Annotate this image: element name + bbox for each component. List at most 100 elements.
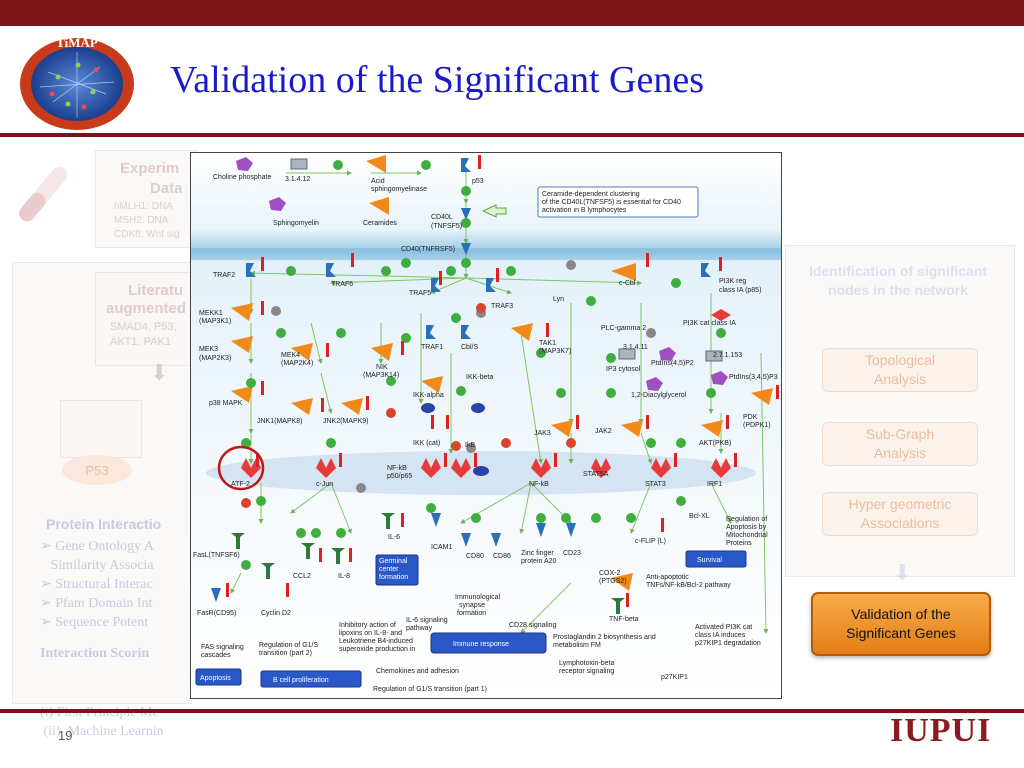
literature-title: Literatu [128, 282, 184, 299]
svg-text:pathway: pathway [406, 625, 433, 632]
svg-text:IL-6 signaling: IL-6 signaling [406, 617, 448, 624]
svg-text:activation in B lymphocytes: activation in B lymphocytes [542, 207, 627, 214]
svg-text:(MAP2K3): (MAP2K3) [199, 355, 231, 362]
down-arrow-icon-2: ⬇ [893, 560, 912, 585]
svg-text:3.1.4.12: 3.1.4.12 [285, 176, 310, 183]
svg-text:(MAP2K4): (MAP2K4) [281, 360, 313, 367]
svg-text:JAK2: JAK2 [595, 428, 612, 435]
atf2-highlight-circle [217, 445, 265, 491]
svg-text:IL-6: IL-6 [388, 534, 400, 541]
svg-text:TNFs/NF-kB/Bcl-2 pathway: TNFs/NF-kB/Bcl-2 pathway [646, 582, 731, 589]
svg-text:IKK (cat): IKK (cat) [413, 440, 440, 447]
svg-text:Regulation of G1/S transition: Regulation of G1/S transition (part 1) [373, 686, 487, 693]
svg-text:metabolism FM: metabolism FM [553, 642, 601, 649]
svg-text:TRAF3: TRAF3 [491, 303, 513, 310]
svg-text:CD40(TNFRSF5): CD40(TNFRSF5) [401, 246, 455, 253]
footer-divider [0, 709, 1024, 713]
svg-text:JAK3: JAK3 [534, 430, 551, 437]
svg-text:JNK1(MAPK8): JNK1(MAPK8) [257, 418, 303, 425]
svg-text:of the CD40L(TNFSF5) is essent: of the CD40L(TNFSF5) is essential for CD… [542, 199, 681, 206]
svg-text:Ceramide-dependent clustering: Ceramide-dependent clustering [542, 191, 640, 198]
svg-text:PtdIns(3,4,5)P3: PtdIns(3,4,5)P3 [729, 374, 778, 381]
protein-interaction-list: ➢ Gene Ontology A Similarity Associa ➢ S… [40, 539, 154, 630]
protein-interaction-title: Protein Interactio [46, 516, 162, 532]
svg-text:(MAP3K1): (MAP3K1) [199, 318, 231, 325]
svg-text:NIK: NIK [376, 364, 388, 371]
svg-text:CD28 signaling: CD28 signaling [509, 622, 557, 629]
svg-text:IP3 cytosol: IP3 cytosol [606, 366, 641, 373]
svg-text:MEKK1: MEKK1 [199, 310, 223, 317]
svg-text:Ceramides: Ceramides [363, 220, 397, 227]
svg-text:Survival: Survival [697, 557, 722, 564]
svg-text:Regulation of G1/S: Regulation of G1/S [259, 642, 318, 649]
svg-text:ICAM1: ICAM1 [431, 544, 453, 551]
iupui-logo: IUPUI [890, 712, 992, 749]
svg-text:FAS signaling: FAS signaling [201, 644, 244, 651]
svg-text:(PDPK1): (PDPK1) [743, 422, 771, 429]
pointer-arrow-icon [481, 204, 507, 218]
svg-text:TNF-beta: TNF-beta [609, 616, 639, 623]
experiment-title: Experim [120, 160, 180, 177]
svg-text:p27KIP1: p27KIP1 [661, 674, 688, 681]
svg-text:superoxide production in: superoxide production in [339, 646, 415, 653]
svg-text:PI3K reg: PI3K reg [719, 278, 746, 285]
svg-text:MEK3: MEK3 [199, 346, 218, 353]
svg-text:TRAF6: TRAF6 [331, 281, 353, 288]
svg-text:Cbl/S: Cbl/S [461, 344, 478, 351]
svg-text:IRF1: IRF1 [707, 481, 722, 488]
protein-image [60, 400, 142, 458]
svg-text:3.1.4.11: 3.1.4.11 [623, 344, 648, 351]
svg-text:lipoxins on IL-8- and: lipoxins on IL-8- and [339, 630, 402, 637]
p53-bubble: P53 [62, 455, 132, 485]
svg-text:TRAF1: TRAF1 [421, 344, 443, 351]
sub-graph-analysis-button: Sub-Graph Analysis [822, 422, 978, 466]
svg-text:receptor signaling: receptor signaling [559, 668, 614, 675]
identification-title: Identification of significant nodes in t… [808, 263, 988, 298]
svg-text:PDK: PDK [743, 414, 758, 421]
svg-text:IKK-alpha: IKK-alpha [413, 392, 444, 399]
experiment-panel [95, 150, 197, 248]
svg-text:p53: p53 [472, 178, 484, 185]
svg-text:Anti-apoptotic: Anti-apoptotic [646, 574, 689, 581]
svg-text:cascades: cascades [201, 652, 231, 659]
down-arrow-icon: ⬇ [150, 360, 169, 385]
svg-text:B cell proliferation: B cell proliferation [273, 677, 329, 684]
svg-text:Inhibitory action of: Inhibitory action of [339, 622, 396, 629]
svg-text:c-Jun: c-Jun [316, 481, 333, 488]
svg-text:c-Cbl: c-Cbl [619, 280, 636, 287]
svg-text:TRAF5: TRAF5 [409, 290, 431, 297]
svg-text:TAK1: TAK1 [539, 340, 556, 347]
literature-title-2: augmented [106, 300, 187, 317]
svg-text:Lymphotoxin-beta: Lymphotoxin-beta [559, 660, 614, 667]
svg-text:Prostaglandin 2 biosynthesis a: Prostaglandin 2 biosynthesis and [553, 634, 656, 641]
logo-text: TiMAP [56, 35, 98, 50]
svg-text:Zinc finger: Zinc finger [521, 550, 554, 557]
test-tube-icon [19, 167, 68, 222]
svg-text:synapse: synapse [459, 602, 485, 609]
svg-text:MEK4: MEK4 [281, 352, 300, 359]
svg-text:Apoptosis by: Apoptosis by [726, 524, 767, 531]
svg-text:IKK-beta: IKK-beta [466, 374, 493, 381]
svg-text:Sphingomyelin: Sphingomyelin [273, 220, 319, 227]
svg-text:(PTGS2): (PTGS2) [599, 578, 627, 585]
page-title: Validation of the Significant Genes [170, 59, 704, 101]
svg-text:FasR(CD95): FasR(CD95) [197, 610, 236, 617]
svg-text:Choline phosphate: Choline phosphate [213, 174, 271, 181]
svg-text:p38 MAPK: p38 MAPK [209, 400, 243, 407]
svg-text:Immune response: Immune response [453, 641, 509, 648]
svg-text:c-FLIP (L): c-FLIP (L) [635, 538, 666, 545]
svg-text:(TNFSF5): (TNFSF5) [431, 223, 462, 230]
svg-text:JNK2(MAPK9): JNK2(MAPK9) [323, 418, 369, 425]
svg-text:Cyclin D2: Cyclin D2 [261, 610, 291, 617]
svg-text:CD80: CD80 [466, 553, 484, 560]
svg-text:Immunological: Immunological [455, 594, 501, 601]
svg-text:CCL2: CCL2 [293, 573, 311, 580]
svg-text:PtdIns(4,5)P2: PtdIns(4,5)P2 [651, 360, 694, 367]
svg-text:STAT5A: STAT5A [583, 471, 609, 478]
svg-text:Germinal: Germinal [379, 558, 408, 565]
interaction-scoring-title: Interaction Scorin [40, 646, 150, 661]
interaction-scoring-list: (i) First Principle Me (ii) Machine Lear… [40, 705, 164, 739]
svg-text:Acid: Acid [371, 178, 385, 185]
svg-text:Bcl-XL: Bcl-XL [689, 513, 710, 520]
